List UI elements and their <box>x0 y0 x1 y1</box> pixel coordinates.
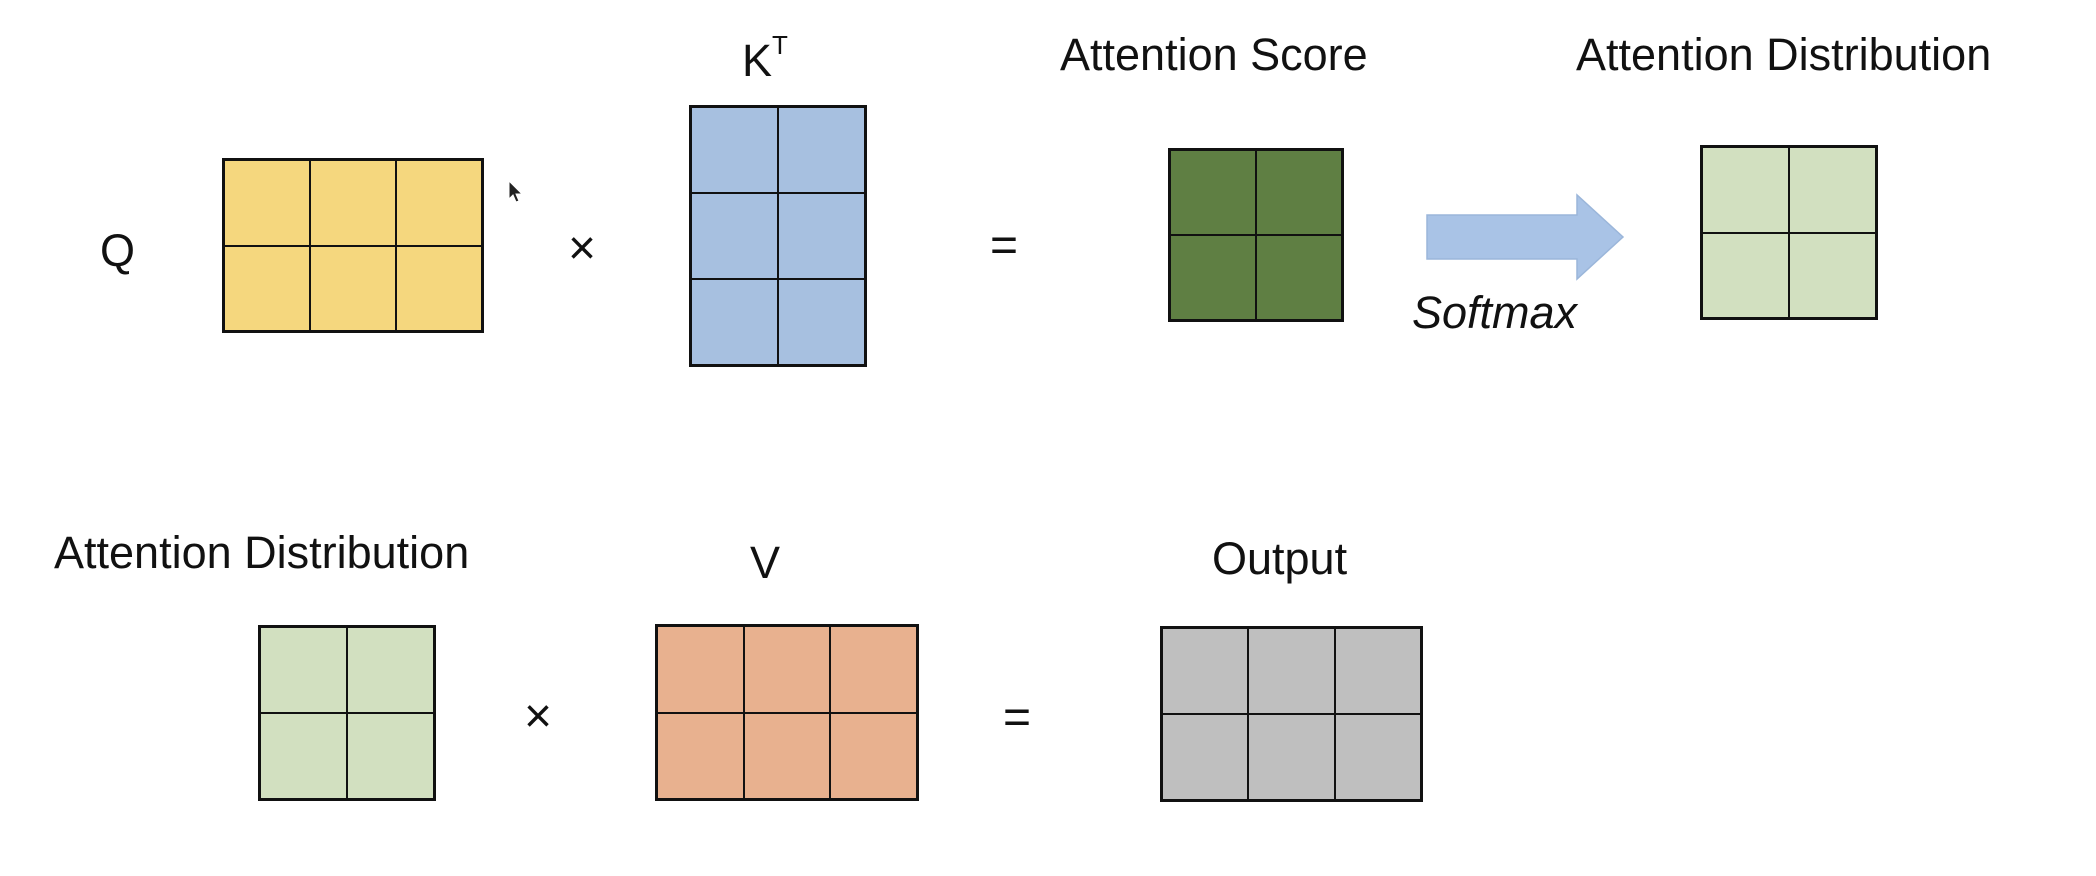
matrix-cell <box>1256 235 1342 320</box>
matrix-cell <box>743 626 831 713</box>
kt-matrix <box>689 105 867 367</box>
matrix-cell <box>691 193 778 279</box>
output-matrix <box>1160 626 1423 802</box>
matrix-cell <box>1702 147 1789 233</box>
matrix-cell <box>691 107 778 193</box>
equals-symbol: = <box>990 219 1019 272</box>
attention-distribution-matrix-bottom <box>258 625 436 801</box>
matrix-cell <box>1702 232 1789 318</box>
attention-score-matrix <box>1168 148 1344 322</box>
matrix-cell <box>1248 628 1335 714</box>
v-label: V <box>750 537 781 588</box>
softmax-label: Softmax <box>1412 287 1578 338</box>
attention-score-label: Attention Score <box>1060 29 1368 80</box>
multiply-symbol-bottom: × <box>524 690 553 743</box>
matrix-cell <box>743 712 831 799</box>
matrix-cell <box>691 279 778 365</box>
matrix-cell <box>1248 714 1335 800</box>
attention-distribution-label-bottom: Attention Distribution <box>54 527 470 578</box>
matrix-cell <box>1162 628 1249 714</box>
attention-distribution-label-top: Attention Distribution <box>1576 29 1992 80</box>
attention-distribution-matrix-top <box>1700 145 1878 320</box>
matrix-cell <box>260 713 347 799</box>
matrix-cell <box>657 712 744 799</box>
arrow-shape <box>1426 193 1625 281</box>
matrix-cell <box>1334 714 1421 800</box>
matrix-cell <box>260 627 347 713</box>
matrix-cell <box>1162 714 1249 800</box>
matrix-cell <box>310 245 396 331</box>
matrix-cell <box>310 160 396 246</box>
matrix-cell <box>1170 150 1256 235</box>
kt-label: KT <box>742 32 788 86</box>
q-label: Q <box>100 225 136 276</box>
matrix-cell <box>778 193 865 279</box>
v-matrix <box>655 624 919 801</box>
matrix-cell <box>396 160 482 246</box>
matrix-cell <box>347 713 434 799</box>
matrix-cell <box>1334 628 1421 714</box>
equals-symbol-bottom: = <box>1003 691 1032 744</box>
matrix-cell <box>1789 147 1876 233</box>
matrix-cell <box>1789 232 1876 318</box>
matrix-cell <box>224 245 310 331</box>
multiply-symbol: × <box>568 222 597 275</box>
matrix-cell <box>657 626 744 713</box>
matrix-cell <box>396 245 482 331</box>
matrix-cell <box>830 626 917 713</box>
mouse-cursor-icon <box>508 179 524 209</box>
matrix-cell <box>1256 150 1342 235</box>
output-label: Output <box>1212 533 1348 584</box>
arrow-right-icon <box>1425 193 1625 286</box>
matrix-cell <box>778 107 865 193</box>
kt-label-base: K <box>742 35 773 86</box>
matrix-cell <box>224 160 310 246</box>
matrix-cell <box>1170 235 1256 320</box>
matrix-cell <box>830 712 917 799</box>
matrix-cell <box>778 279 865 365</box>
matrix-cell <box>347 627 434 713</box>
q-matrix <box>222 158 484 333</box>
kt-label-sup: T <box>772 30 788 60</box>
